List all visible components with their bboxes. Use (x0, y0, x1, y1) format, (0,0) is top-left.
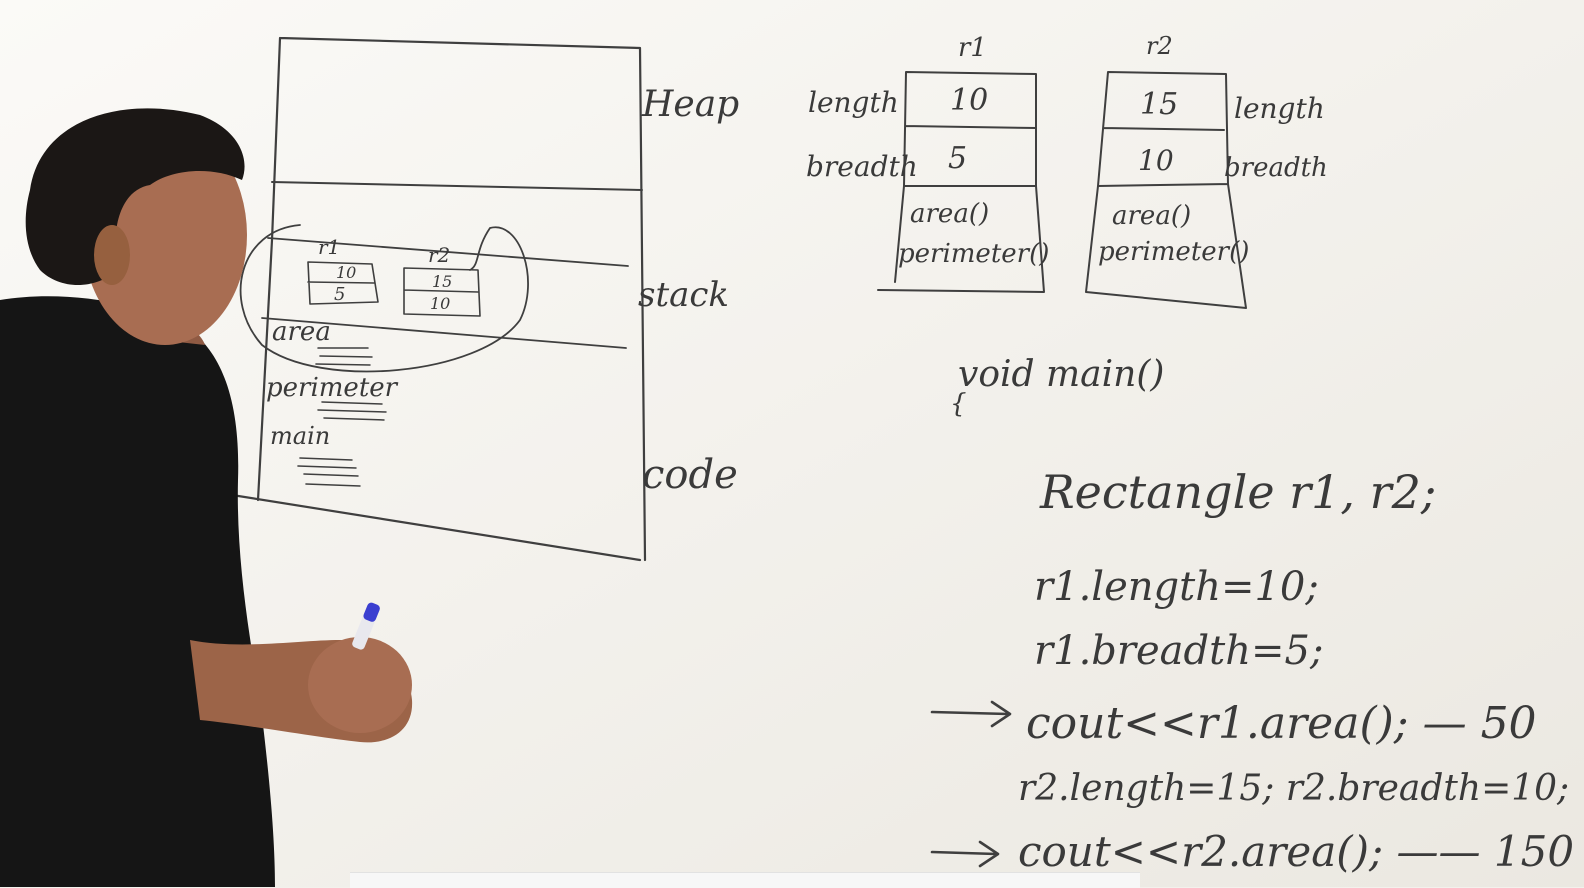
object-r1-length-label: length (808, 86, 899, 119)
stack-r2-value-1: 10 (430, 294, 450, 313)
object-r2-length-value: 15 (1140, 87, 1178, 122)
func-area: area (272, 317, 331, 347)
object-r1-method-area: area() (910, 199, 989, 229)
presenter-hand (308, 637, 412, 733)
object-r1-breadth-label: breadth (806, 150, 918, 183)
code-block: void main() { Rectangle r1, r2; r1.lengt… (930, 354, 1574, 876)
code-line-r2-assign: r2.length=15; r2.breadth=10; (1018, 768, 1569, 809)
code-line-r1-breadth: r1.breadth=5; (1034, 628, 1323, 674)
object-r1-name: r1 (958, 33, 987, 63)
object-r1-breadth-value: 5 (948, 141, 967, 176)
stack-r2-value-0: 15 (432, 272, 452, 291)
func-main: main (270, 422, 330, 450)
object-r2-breadth-label: breadth (1224, 153, 1328, 183)
stack-r1-name: r1 (318, 235, 340, 259)
code-line-main: void main() (958, 354, 1164, 395)
object-r2-name: r2 (1146, 32, 1173, 60)
object-r2-method-perimeter: perimeter() (1098, 237, 1249, 267)
object-r1-method-perimeter: perimeter() (898, 239, 1049, 269)
code-line-open-brace: { (950, 389, 967, 419)
arrow-1 (930, 700, 1012, 728)
code-line-r1-length: r1.length=10; (1034, 564, 1319, 610)
stack-r2-name: r2 (428, 243, 450, 267)
label-code: code (642, 452, 738, 498)
object-r2-method-area: area() (1112, 201, 1191, 231)
marker-pen (352, 602, 380, 650)
object-r2-length-label: length (1234, 92, 1325, 125)
arrow-2 (930, 840, 1000, 868)
code-line-cout-r2: cout<<r2.area(); —— 150 (1018, 827, 1574, 876)
presenter-shirt (0, 296, 275, 887)
object-r1: r1 length breadth 10 5 area() perimeter(… (806, 33, 1049, 293)
func-perimeter: perimeter (266, 373, 399, 403)
label-heap: Heap (641, 84, 739, 125)
memory-diagram: Heap stack code r1 10 5 r2 15 10 area pe… (230, 36, 739, 562)
label-stack: stack (638, 275, 729, 315)
stack-r1-value-0: 10 (336, 263, 356, 282)
object-r2-breadth-value: 10 (1138, 144, 1174, 177)
presenter (0, 108, 413, 887)
video-progress-area[interactable] (350, 872, 1140, 888)
code-line-cout-r1: cout<<r1.area(); — 50 (1026, 698, 1537, 749)
object-r1-length-value: 10 (950, 83, 988, 118)
object-r2: r2 length breadth 15 10 area() perimeter… (1085, 32, 1328, 309)
code-line-declare: Rectangle r1, r2; (1039, 465, 1436, 519)
presenter-hair (25, 108, 245, 285)
stack-r1-value-1: 5 (334, 284, 345, 305)
